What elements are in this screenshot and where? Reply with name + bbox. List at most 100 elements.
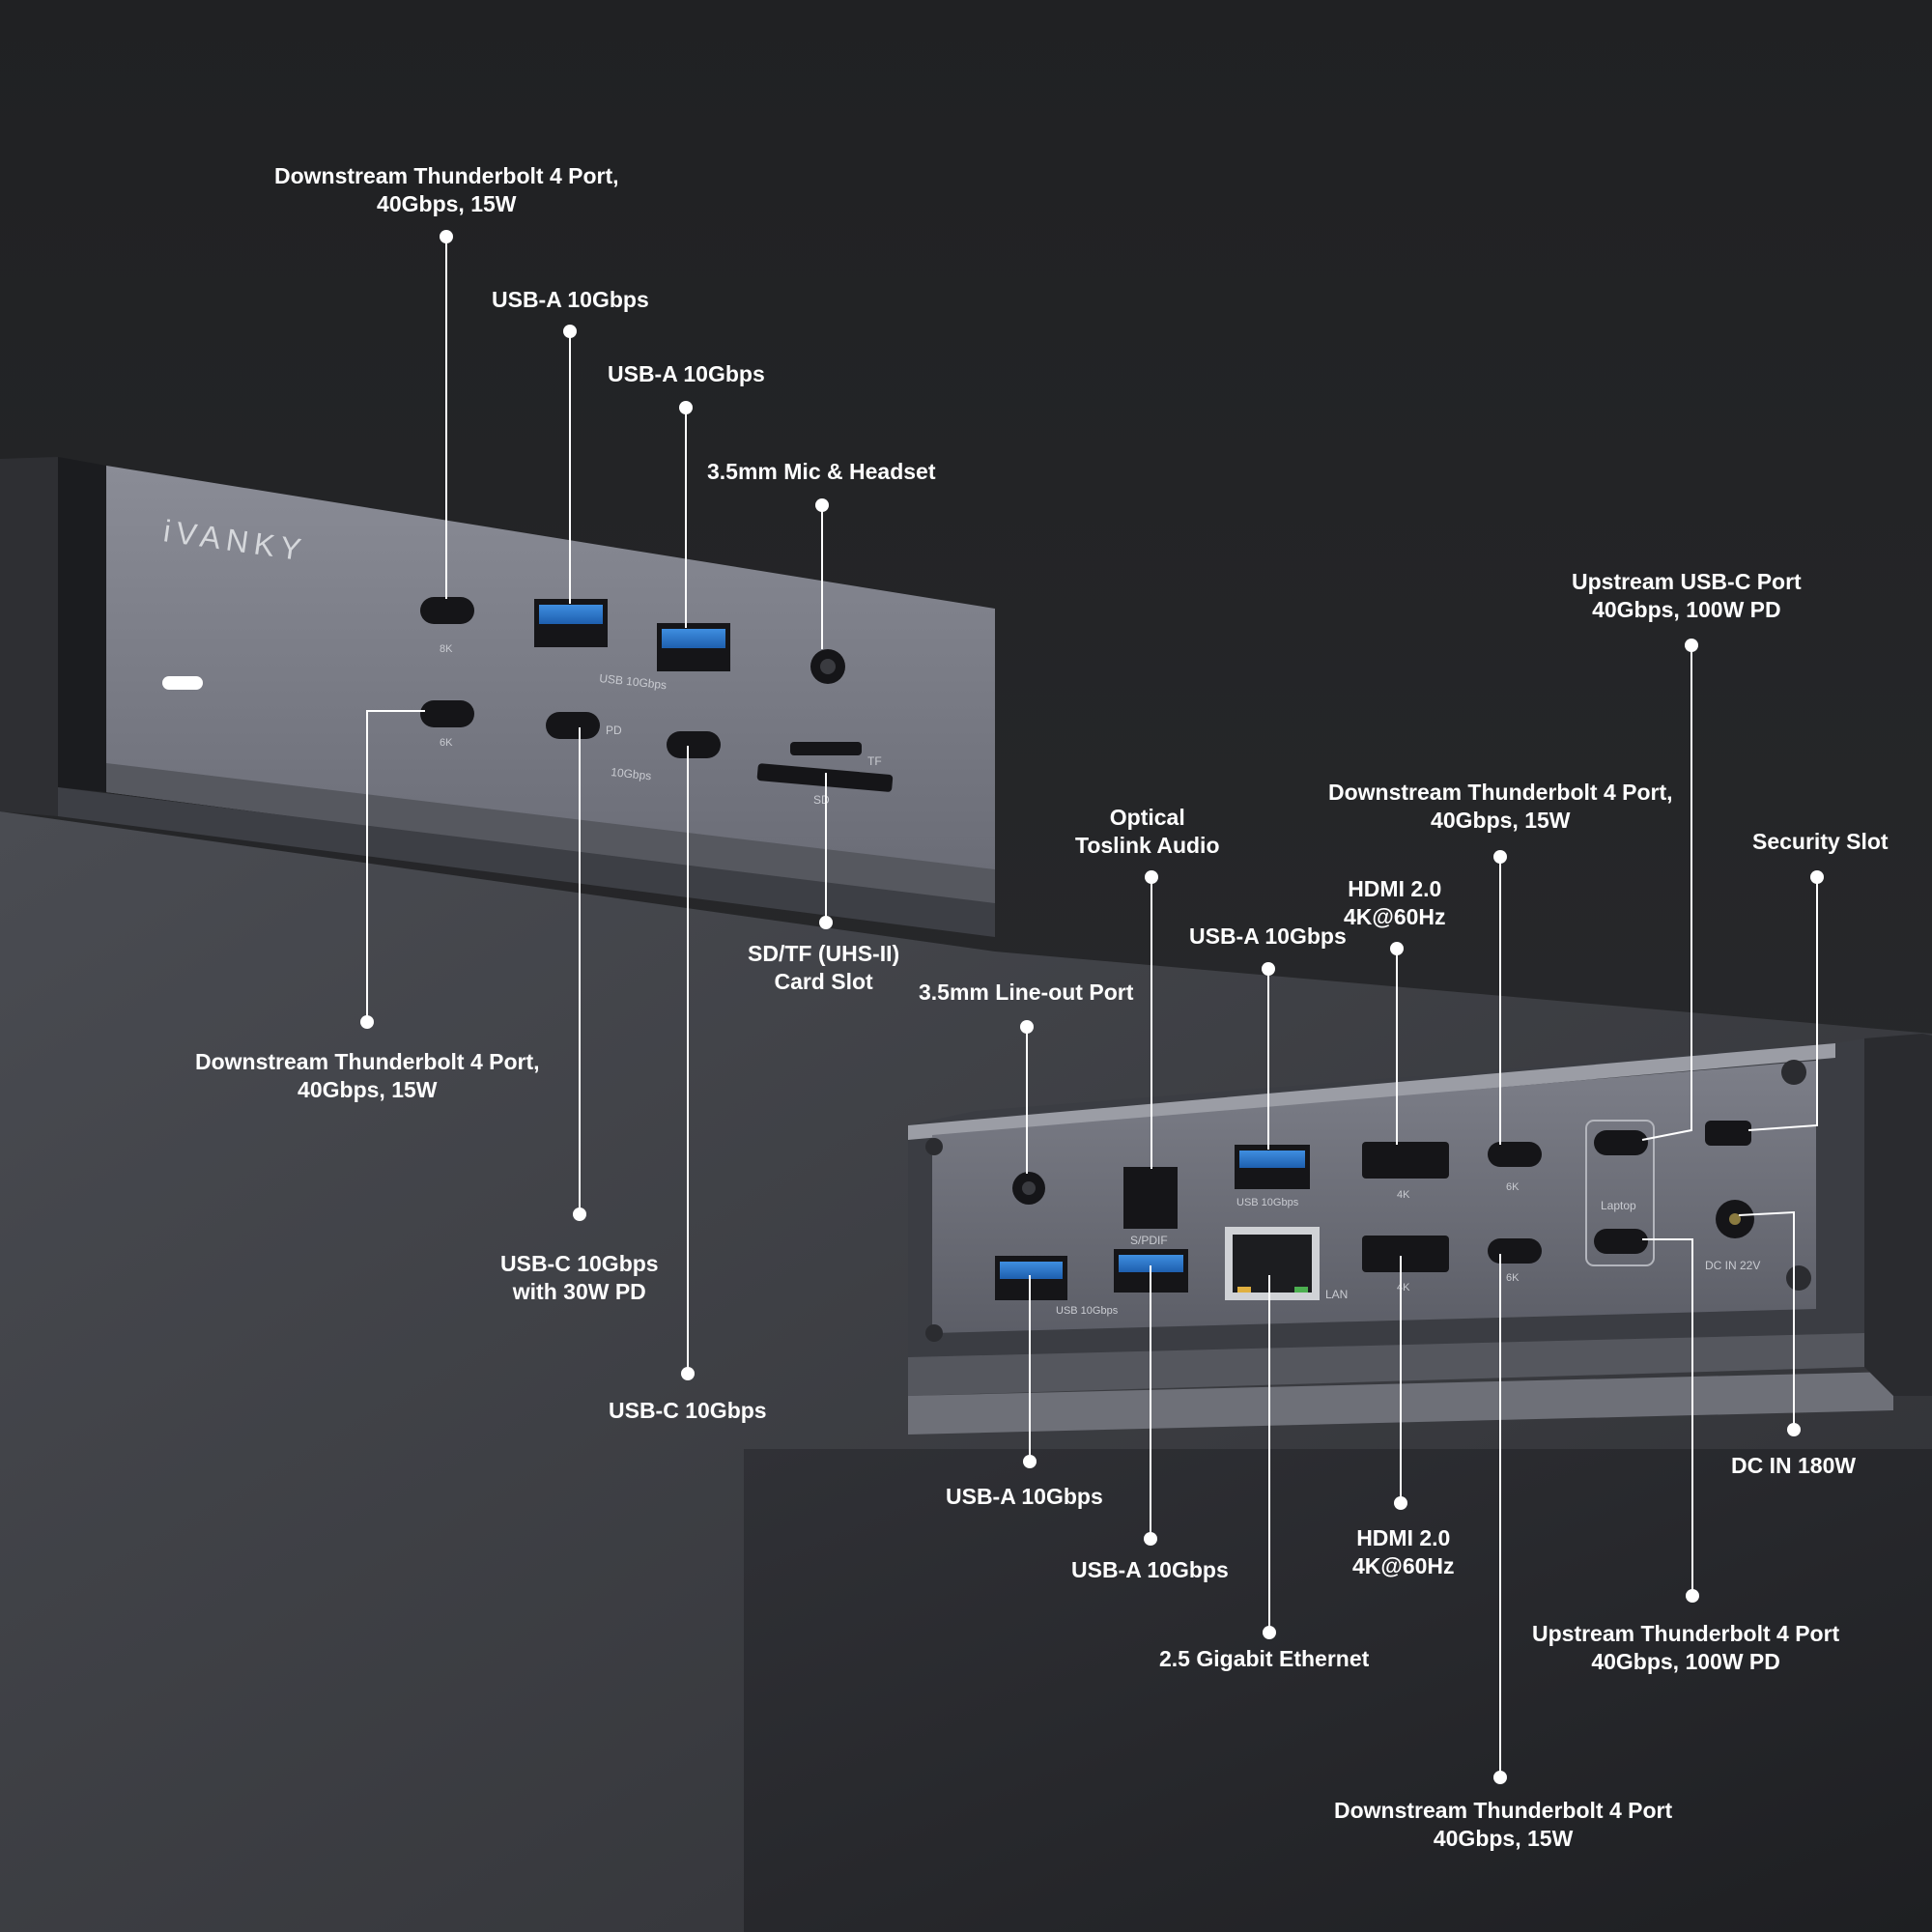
label-line: Downstream Thunderbolt 4 Port, (1328, 780, 1673, 805)
rear-tb4-bottom-label: Downstream Thunderbolt 4 Port 40Gbps, 15W (1334, 1797, 1672, 1853)
rear-tb4-top-label: Downstream Thunderbolt 4 Port, 40Gbps, 15… (1328, 779, 1673, 835)
label-line: USB-A 10Gbps (492, 287, 649, 312)
label-line: Optical (1109, 805, 1185, 830)
label-line: Toslink Audio (1075, 833, 1220, 858)
front-usbc-port (667, 731, 721, 758)
front-tb4-bottom-label: Downstream Thunderbolt 4 Port,40Gbps, 15… (195, 1048, 540, 1104)
front-10gbps-label: 10Gbps (611, 765, 652, 782)
label-line: USB-C 10Gbps (500, 1251, 659, 1276)
rear-tb4-top-port (1488, 1142, 1542, 1167)
label-line: Downstream Thunderbolt 4 Port (1334, 1798, 1673, 1823)
front-8k-label: 8K (440, 643, 453, 655)
rear-screw-tl (925, 1138, 943, 1155)
rear-spdif-label: S/PDIF (1130, 1234, 1168, 1247)
front-sdtf-leader-dot (819, 916, 833, 929)
front-usbc-pd-leader-dot (573, 1208, 586, 1221)
rear-lan-label: LAN (1325, 1288, 1348, 1301)
rear-dc-leader-line (1738, 1210, 1795, 1430)
label-line: with 30W PD (512, 1279, 646, 1304)
label-line: USB-A 10Gbps (608, 361, 765, 386)
rear-ethernet-label: 2.5 Gigabit Ethernet (1159, 1645, 1369, 1673)
rear-lineout-label: 3.5mm Line-out Port (919, 979, 1133, 1007)
rear-screw-bl (925, 1324, 943, 1342)
rear-security-slot (1705, 1121, 1751, 1146)
label-line: USB-A 10Gbps (1071, 1557, 1229, 1582)
front-usba-1-leader-dot (563, 325, 577, 338)
label-line: 3.5mm Line-out Port (919, 980, 1134, 1005)
rear-tb4-top-leader-dot (1493, 850, 1507, 864)
front-mic-leader-dot (815, 498, 829, 512)
rear-laptop-bracket (1585, 1120, 1655, 1266)
rear-dc-label: DC IN 180W (1731, 1452, 1856, 1480)
rear-usba-top-label: USB-A 10Gbps (1189, 923, 1347, 951)
label-line: HDMI 2.0 (1356, 1525, 1451, 1550)
rear-tb4-bottom-port (1488, 1238, 1542, 1264)
label-line: 4K@60Hz (1344, 904, 1446, 929)
rear-hdmi-bottom-leader-dot (1394, 1496, 1407, 1510)
rear-usb10-top-label: USB 10Gbps (1236, 1197, 1299, 1208)
label-line: 40Gbps, 15W (377, 191, 517, 216)
rear-security-leader-dot (1810, 870, 1824, 884)
rear-upstream-tb4-port (1594, 1229, 1648, 1254)
rear-tb4-bottom-leader-dot (1493, 1771, 1507, 1784)
front-tf-label: TF (867, 754, 882, 768)
rear-4k-bottom-label: 4K (1397, 1282, 1410, 1293)
front-usbc-leader-dot (681, 1367, 695, 1380)
rear-screw-tr (1781, 1060, 1806, 1085)
front-mic-label: 3.5mm Mic & Headset (707, 458, 935, 486)
front-usba-2-leader-dot (679, 401, 693, 414)
rear-usba-1-label: USB-A 10Gbps (946, 1483, 1103, 1511)
front-dock: iVANKY 8K USB 10Gbps 6K PD 10Gbps TF SD (0, 457, 995, 937)
rear-6k-top-label: 6K (1506, 1181, 1520, 1193)
label-line: Downstream Thunderbolt 4 Port, (195, 1049, 540, 1074)
rear-usba-top-leader-dot (1262, 962, 1275, 976)
label-line: USB-C 10Gbps (609, 1398, 767, 1423)
label-line: 3.5mm Mic & Headset (707, 459, 936, 484)
label-line: SD/TF (UHS-II) (748, 941, 900, 966)
rear-security-leader-line (1747, 877, 1818, 1131)
rear-security-label: Security Slot (1752, 828, 1889, 856)
rear-usb10-bottom-label: USB 10Gbps (1056, 1305, 1119, 1317)
front-tb4-top-leader-dot (440, 230, 453, 243)
front-sd-slot (756, 763, 894, 792)
rear-usba-2-leader-dot (1144, 1532, 1157, 1546)
rear-optical-leader-dot (1145, 870, 1158, 884)
rear-hdmi-top-leader-dot (1390, 942, 1404, 955)
rear-6k-bottom-label: 6K (1506, 1272, 1520, 1284)
front-usba-1-label: USB-A 10Gbps (492, 286, 649, 314)
front-pd-label: PD (606, 724, 622, 737)
label-line: 40Gbps, 15W (1431, 808, 1571, 833)
label-line: 40Gbps, 15W (1433, 1826, 1574, 1851)
rear-dock: S/PDIF USB 10Gbps 4K 6K Laptop DC IN 22V… (908, 1034, 1932, 1435)
front-sd-label: SD (813, 793, 830, 807)
front-usbc-pd-port (546, 712, 600, 739)
front-tb4-bottom-leader-dot (360, 1015, 374, 1029)
status-led (162, 676, 203, 690)
rear-upstream-usbc-port (1594, 1130, 1648, 1155)
front-tf-slot (790, 742, 862, 755)
label-line: 40Gbps, 100W PD (1591, 1649, 1780, 1674)
front-sdtf-label: SD/TF (UHS-II) Card Slot (748, 940, 899, 996)
label-line: USB-A 10Gbps (1189, 923, 1347, 949)
rear-hdmi-top-port (1362, 1142, 1449, 1179)
label-line: 2.5 Gigabit Ethernet (1159, 1646, 1370, 1671)
label-line: Card Slot (774, 969, 873, 994)
label-line: Security Slot (1752, 829, 1889, 854)
front-tb4-bottom-port (420, 700, 474, 727)
front-usbc-pd-label: USB-C 10Gbps with 30W PD (500, 1250, 659, 1306)
rear-upstream-tb4-leader-line (1642, 1238, 1693, 1596)
rear-optical-port (1123, 1167, 1178, 1229)
rear-laptop-label: Laptop (1601, 1199, 1636, 1212)
front-6k-label: 6K (440, 737, 453, 749)
front-usba-2-label: USB-A 10Gbps (608, 360, 765, 388)
rear-upstream-usbc-leader-line (1641, 645, 1692, 1141)
rear-hdmi-bottom-port (1362, 1236, 1449, 1272)
callout-leaders (360, 230, 1824, 1784)
label-line: HDMI 2.0 (1348, 876, 1442, 901)
front-tb4-top-label: Downstream Thunderbolt 4 Port,40Gbps, 15… (274, 162, 619, 218)
